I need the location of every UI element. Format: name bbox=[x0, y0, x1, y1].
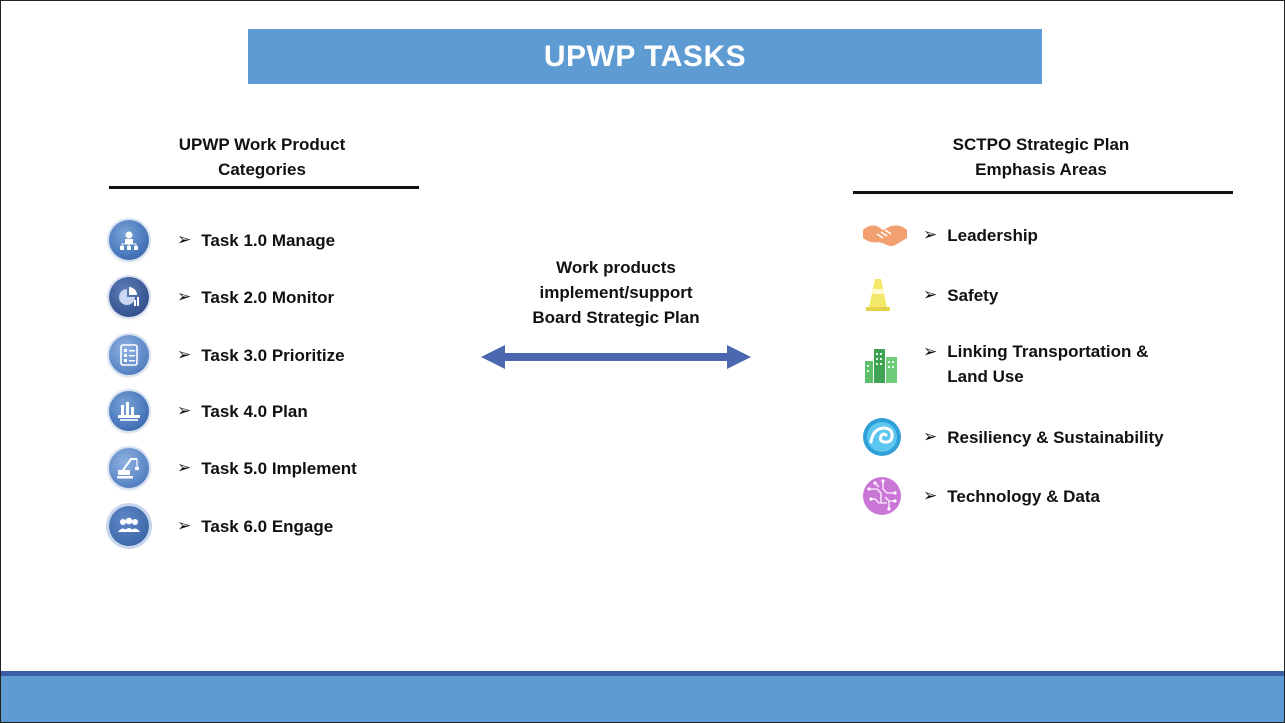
list-item-safety: ➢ Safety bbox=[861, 277, 998, 313]
emphasis-label-line2: Land Use bbox=[947, 367, 1024, 386]
title-banner: UPWP TASKS bbox=[248, 29, 1042, 84]
center-statement: Work products implement/support Board St… bbox=[491, 255, 741, 330]
footer-bar bbox=[1, 671, 1284, 722]
list-item-task-2: ➢ Task 2.0 Monitor bbox=[109, 277, 334, 317]
list-item-task-1: ➢ Task 1.0 Manage bbox=[109, 220, 335, 260]
traffic-cone-icon bbox=[865, 277, 891, 313]
emphasis-label: Technology & Data bbox=[947, 486, 1100, 506]
list-item-task-3: ➢ Task 3.0 Prioritize bbox=[109, 335, 345, 375]
org-chart-icon bbox=[109, 220, 149, 260]
checklist-icon bbox=[109, 335, 149, 375]
handshake-icon bbox=[861, 220, 909, 250]
right-heading-line2: Emphasis Areas bbox=[975, 160, 1107, 179]
list-item-technology: ➢ Technology & Data bbox=[861, 475, 1100, 517]
list-item-leadership: ➢ Leadership bbox=[861, 220, 1038, 250]
people-icon bbox=[109, 506, 149, 546]
task-label: Task 1.0 Manage bbox=[201, 230, 336, 250]
center-line3: Board Strategic Plan bbox=[532, 308, 700, 327]
center-line2: implement/support bbox=[539, 283, 693, 302]
emphasis-label-line1: Linking Transportation & bbox=[947, 342, 1149, 361]
bullet: ➢ bbox=[177, 345, 192, 364]
task-label: Task 2.0 Monitor bbox=[201, 287, 335, 307]
bullet: ➢ bbox=[923, 342, 938, 361]
buildings-icon bbox=[863, 345, 899, 385]
slide-title: UPWP TASKS bbox=[543, 39, 747, 73]
bullet: ➢ bbox=[923, 285, 938, 304]
crane-icon bbox=[109, 448, 149, 488]
city-plan-icon bbox=[109, 391, 149, 431]
circuit-brain-icon bbox=[861, 475, 903, 517]
task-label: Task 6.0 Engage bbox=[201, 516, 334, 536]
bullet: ➢ bbox=[177, 516, 192, 535]
left-heading-line1: UPWP Work Product bbox=[178, 135, 346, 154]
center-line1: Work products bbox=[556, 258, 676, 277]
double-arrow-icon bbox=[481, 345, 751, 369]
task-label: Task 4.0 Plan bbox=[201, 401, 308, 421]
bullet: ➢ bbox=[177, 401, 192, 420]
bullet: ➢ bbox=[177, 230, 192, 249]
list-item-task-5: ➢ Task 5.0 Implement bbox=[109, 448, 357, 488]
emphasis-label: Safety bbox=[947, 285, 999, 305]
bullet: ➢ bbox=[923, 486, 938, 505]
emphasis-label: Leadership bbox=[947, 225, 1038, 245]
right-heading-line1: SCTPO Strategic Plan bbox=[952, 135, 1130, 154]
bullet: ➢ bbox=[177, 458, 192, 477]
left-column-heading: UPWP Work Product Categories bbox=[117, 132, 407, 182]
list-item-task-4: ➢ Task 4.0 Plan bbox=[109, 391, 308, 431]
emphasis-label: Linking Transportation & Land Use bbox=[947, 339, 1148, 389]
bullet: ➢ bbox=[923, 427, 938, 446]
task-label: Task 5.0 Implement bbox=[201, 458, 357, 478]
bullet: ➢ bbox=[923, 225, 938, 244]
left-heading-rule bbox=[109, 186, 419, 189]
left-heading-line2: Categories bbox=[218, 160, 306, 179]
bullet: ➢ bbox=[177, 287, 192, 306]
list-item-resiliency: ➢ Resiliency & Sustainability bbox=[861, 416, 1164, 458]
list-item-task-6: ➢ Task 6.0 Engage bbox=[109, 506, 333, 546]
pie-chart-icon bbox=[109, 277, 149, 317]
emphasis-label: Resiliency & Sustainability bbox=[947, 427, 1164, 447]
list-item-linking-transportation: ➢ Linking Transportation & Land Use bbox=[861, 339, 1148, 389]
right-column-heading: SCTPO Strategic Plan Emphasis Areas bbox=[896, 132, 1186, 182]
wave-icon bbox=[861, 416, 903, 458]
task-label: Task 3.0 Prioritize bbox=[201, 345, 345, 365]
right-heading-rule bbox=[853, 191, 1233, 194]
